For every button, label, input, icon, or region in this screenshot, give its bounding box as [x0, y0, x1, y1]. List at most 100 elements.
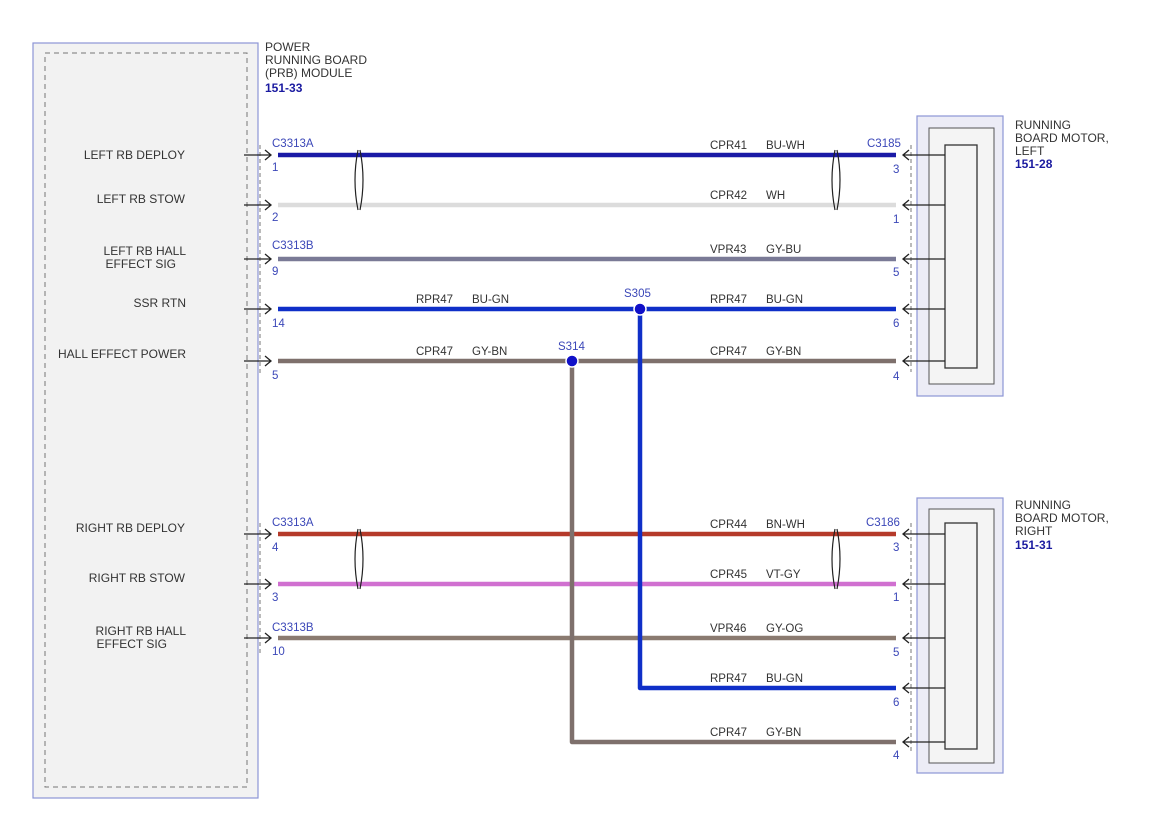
signal-name: RIGHT RB DEPLOY	[76, 521, 185, 535]
motor-pin-number: 5	[893, 267, 899, 279]
twist-marker	[831, 528, 841, 590]
motor-pin-number: 1	[893, 592, 899, 604]
twist-marker	[831, 149, 841, 211]
motor-left-ref: 151-28	[1015, 157, 1053, 171]
motor-pin-number: 5	[893, 647, 899, 659]
module-title: POWER RUNNING BOARD (PRB) MODULE 151-33	[265, 40, 367, 95]
motor-pin-number: 4	[893, 750, 900, 762]
wire	[569, 361, 896, 745]
prb-module	[32, 42, 261, 799]
pin-arrow	[244, 253, 273, 265]
pin-arrow	[244, 149, 273, 161]
module-pins: 1 2 9 14 5 4 3 10	[272, 162, 285, 658]
pin-arrow	[901, 355, 945, 367]
signal-name: EFFECT SIG	[97, 637, 167, 651]
module-title-line-1: POWER	[265, 40, 311, 54]
module-pin-number: 5	[272, 370, 278, 382]
color-label: WH	[766, 190, 785, 202]
module-pin-number: 2	[272, 212, 278, 224]
pin-arrow	[901, 149, 945, 161]
circuit-label: VPR43	[710, 244, 746, 256]
connector-label: C3185	[867, 138, 901, 150]
signal-name: LEFT RB DEPLOY	[84, 148, 185, 162]
pin-arrow	[901, 736, 945, 748]
module-pin-arrows	[244, 149, 273, 644]
signal-name: SSR RTN	[134, 296, 186, 310]
circuit-label: RPR47	[416, 294, 453, 306]
pin-arrow	[901, 253, 945, 265]
twist-marker	[354, 528, 364, 590]
motor-pin-number: 6	[893, 697, 899, 709]
color-label: BU-GN	[766, 673, 803, 685]
pin-arrow	[901, 578, 945, 590]
motor-right-title-line-2: BOARD MOTOR,	[1015, 511, 1109, 525]
color-label: BU-GN	[766, 294, 803, 306]
circuit-label: CPR44	[710, 519, 748, 531]
color-label: GY-BN	[472, 346, 507, 358]
pin-arrow	[244, 303, 273, 315]
connector-label: C3186	[866, 517, 900, 529]
circuit-label: RPR47	[710, 294, 747, 306]
connector-label: C3313B	[272, 622, 314, 634]
module-pin-number: 9	[272, 266, 278, 278]
motor-left-title-line-2: BOARD MOTOR,	[1015, 131, 1109, 145]
motor-right-ref: 151-31	[1015, 538, 1053, 552]
splice-s314	[565, 354, 579, 368]
circuit-label: CPR47	[710, 727, 747, 739]
motor-pins: 3 1 5 6 4 3 1 5 6 4	[893, 164, 900, 762]
color-label: GY-BN	[766, 727, 801, 739]
motor-left	[910, 115, 1004, 397]
circuit-label: CPR45	[710, 569, 747, 581]
module-pin-number: 10	[272, 646, 285, 658]
motor-right-title-line-3: RIGHT	[1015, 524, 1053, 538]
splice-label-s314: S314	[558, 341, 585, 353]
connector-label: C3313B	[272, 240, 314, 252]
motor-left-title-line-3: LEFT	[1015, 144, 1045, 158]
wires	[278, 152, 896, 745]
twist-marker	[354, 149, 364, 211]
circuit-label: VPR46	[710, 623, 746, 635]
motor-right-title-line-1: RUNNING	[1015, 498, 1071, 512]
splice-s305	[633, 302, 647, 316]
motor-pin-number: 3	[893, 542, 899, 554]
color-label: GY-OG	[766, 623, 803, 635]
circuit-label: RPR47	[710, 673, 747, 685]
color-label: VT-GY	[766, 569, 801, 581]
module-pin-number: 3	[272, 592, 278, 604]
motor-left-title-line-1: RUNNING	[1015, 118, 1071, 132]
motor-right-title: RUNNING BOARD MOTOR, RIGHT 151-31	[1015, 498, 1109, 552]
motor-left-title: RUNNING BOARD MOTOR, LEFT 151-28	[1015, 118, 1109, 171]
twisted-pair-markers	[354, 149, 841, 590]
pin-arrow	[901, 682, 945, 694]
splice-label-s305: S305	[624, 288, 651, 300]
motor-pin-number: 6	[893, 318, 899, 330]
signal-names: LEFT RB DEPLOY LEFT RB STOW LEFT RB HALL…	[58, 148, 186, 651]
pin-arrow	[244, 355, 273, 367]
motor-right	[910, 497, 1004, 774]
circuit-label: CPR47	[710, 346, 747, 358]
pin-arrow	[901, 199, 945, 211]
signal-name: RIGHT RB HALL	[96, 624, 187, 638]
signal-name: HALL EFFECT POWER	[58, 347, 186, 361]
circuit-label: CPR42	[710, 190, 747, 202]
pin-arrow	[901, 528, 945, 540]
module-ref: 151-33	[265, 81, 303, 95]
motor-pin-number: 1	[893, 214, 899, 226]
color-label: BU-WH	[766, 140, 805, 152]
module-title-line-3: (PRB) MODULE	[265, 66, 352, 80]
pin-arrow	[901, 303, 945, 315]
module-pin-number: 1	[272, 162, 278, 174]
circuit-label: CPR47	[416, 346, 453, 358]
color-label: GY-BN	[766, 346, 801, 358]
circuit-label: CPR41	[710, 140, 747, 152]
module-title-line-2: RUNNING BOARD	[265, 53, 367, 67]
motor-pin-number: 4	[893, 371, 900, 383]
color-label: BN-WH	[766, 519, 805, 531]
color-label: BU-GN	[472, 294, 509, 306]
pin-arrow	[244, 632, 273, 644]
pin-arrow	[244, 578, 273, 590]
signal-name: LEFT RB STOW	[97, 192, 186, 206]
pin-arrow	[901, 632, 945, 644]
connector-label: C3313A	[272, 138, 314, 150]
